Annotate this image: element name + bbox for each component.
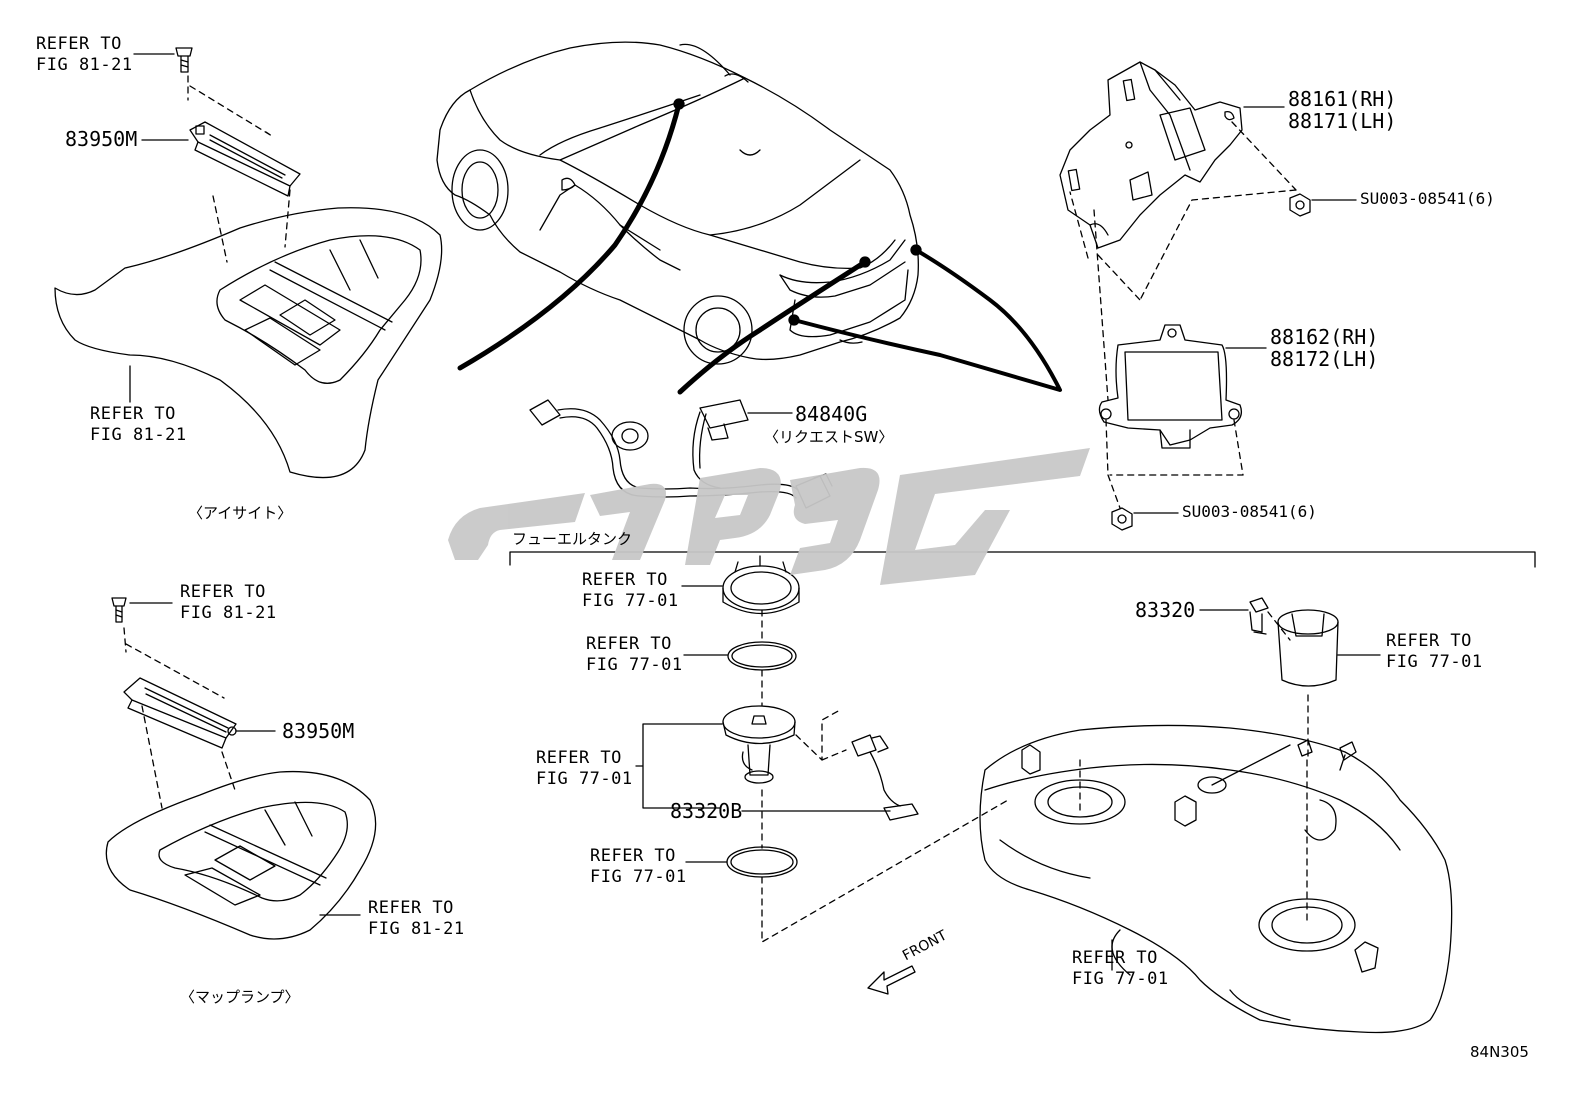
ref-line-2: FIG 77-01 bbox=[1386, 652, 1483, 672]
ref-line-1: REFER TO bbox=[1072, 948, 1158, 968]
module-nut bbox=[1111, 507, 1133, 531]
car-body bbox=[436, 41, 919, 365]
maplamp-lamp bbox=[123, 677, 237, 749]
bottom-left-screw-ref: REFER TO FIG 81-21 bbox=[180, 582, 277, 624]
part-number-bracket: 88161(RH) 88171(LH) bbox=[1288, 88, 1396, 132]
figure-code: 84N305 bbox=[1470, 1043, 1529, 1061]
ref-line-1: REFER TO bbox=[36, 34, 122, 54]
part-number-84840g: 84840G bbox=[795, 402, 868, 426]
bracket-nut-number: SU003-08541(6) bbox=[1360, 189, 1495, 208]
ref-line-2: FIG 81-21 bbox=[36, 55, 133, 75]
part-rh: 88161(RH) bbox=[1288, 87, 1397, 111]
bracket-assembly bbox=[1059, 61, 1243, 249]
part-number-83950m-bottom: 83950M bbox=[282, 719, 355, 743]
eyesight-caption: 〈アイサイト〉 bbox=[188, 504, 293, 522]
module-nut-number: SU003-08541(6) bbox=[1182, 502, 1317, 521]
ref-line-2: FIG 77-01 bbox=[1072, 969, 1169, 989]
sub-pump-ref: REFER TO FIG 77-01 bbox=[1386, 631, 1483, 673]
sub-pump bbox=[1277, 609, 1339, 687]
part-number-83950m-top: 83950M bbox=[65, 127, 138, 151]
gasket-lower bbox=[726, 846, 798, 878]
fuel-tank-caption: フューエルタンク bbox=[512, 530, 633, 548]
control-module bbox=[1098, 324, 1243, 449]
ref-line-1: REFER TO bbox=[582, 570, 668, 590]
eyesight-screw bbox=[175, 47, 193, 73]
gasket-upper bbox=[727, 641, 797, 671]
bracket-nut bbox=[1289, 193, 1311, 217]
ref-line-1: REFER TO bbox=[368, 898, 454, 918]
car-harness-leads bbox=[673, 98, 922, 326]
part-number-83320: 83320 bbox=[1135, 598, 1196, 622]
ref-line-1: REFER TO bbox=[90, 404, 176, 424]
fuel-pump-flange bbox=[722, 705, 796, 784]
ref-line-2: FIG 77-01 bbox=[590, 867, 687, 887]
ref-line-2: FIG 81-21 bbox=[90, 425, 187, 445]
ref-line-2: FIG 81-21 bbox=[180, 603, 277, 623]
part-lh: 88172(LH) bbox=[1270, 347, 1379, 371]
top-left-console-ref: REFER TO FIG 81-21 bbox=[90, 404, 187, 446]
eyesight-lamp bbox=[189, 121, 301, 197]
part-rh: 88162(RH) bbox=[1270, 325, 1379, 349]
sub-sender bbox=[1249, 597, 1269, 635]
ref-line-1: REFER TO bbox=[586, 634, 672, 654]
ref-line-2: FIG 81-21 bbox=[368, 919, 465, 939]
ref-line-1: REFER TO bbox=[1386, 631, 1472, 651]
maplamp-console bbox=[105, 770, 377, 940]
ref-line-1: REFER TO bbox=[180, 582, 266, 602]
fuel-tank-ref: REFER TO FIG 77-01 bbox=[1072, 948, 1169, 990]
top-left-screw-ref: REFER TO FIG 81-21 bbox=[36, 34, 133, 76]
maplamp-screw bbox=[111, 597, 127, 623]
ref-line-2: FIG 77-01 bbox=[586, 655, 683, 675]
eyesight-console bbox=[54, 207, 443, 479]
ref-line-1: REFER TO bbox=[590, 846, 676, 866]
gasket-upper-ref: REFER TO FIG 77-01 bbox=[586, 634, 683, 676]
ref-line-2: FIG 77-01 bbox=[536, 769, 633, 789]
gasket-lower-ref: REFER TO FIG 77-01 bbox=[590, 846, 687, 888]
watermark-logo bbox=[448, 448, 1090, 585]
lock-ring-ref: REFER TO FIG 77-01 bbox=[582, 570, 679, 612]
ref-line-1: REFER TO bbox=[536, 748, 622, 768]
switch-caption: 〈リクエストSW〉 bbox=[764, 428, 894, 446]
ref-line-2: FIG 77-01 bbox=[582, 591, 679, 611]
maplamp-caption: 〈マップランプ〉 bbox=[180, 988, 300, 1006]
request-switch-harness bbox=[529, 399, 833, 509]
part-lh: 88171(LH) bbox=[1288, 109, 1397, 133]
bottom-left-console-ref: REFER TO FIG 81-21 bbox=[368, 898, 465, 940]
part-number-83320b: 83320B bbox=[670, 799, 743, 823]
lock-ring bbox=[722, 555, 800, 615]
fuel-pump-ref: REFER TO FIG 77-01 bbox=[536, 748, 633, 790]
part-number-module: 88162(RH) 88172(LH) bbox=[1270, 326, 1378, 370]
sender-gauge bbox=[851, 734, 919, 821]
front-arrow bbox=[867, 965, 916, 995]
fuel-tank bbox=[979, 724, 1453, 1034]
